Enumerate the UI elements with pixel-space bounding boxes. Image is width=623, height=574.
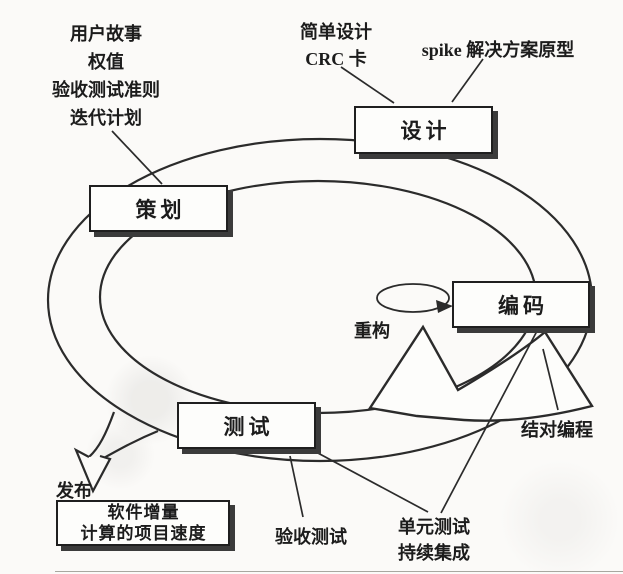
flow-arrow (367, 324, 594, 422)
planning-input-iteration-plan: 迭代计划 (70, 108, 142, 128)
planning-input-values: 权值 (88, 52, 124, 72)
spike-label: spike 解决方案原型 (421, 40, 575, 60)
refactor-loop (376, 283, 450, 313)
release-arrowhead-icon (73, 447, 112, 494)
release-label: 发布 (56, 481, 92, 501)
connector-testing-to-unit-test (315, 451, 429, 513)
refactor-loop-arrowhead-icon (436, 300, 453, 313)
design-box-label: 设计 (400, 119, 451, 143)
design-inputs-label: 简单设计 CRC 卡 (300, 19, 372, 73)
software-increment-line1: 软件增量 (107, 503, 180, 522)
unit-test-label: 单元测试 (398, 517, 470, 537)
release-arm-outer-curve (88, 411, 116, 458)
acceptance-test-label: 验收测试 (275, 527, 347, 547)
software-increment-box: 软件增量 计算的项目速度 (56, 500, 230, 546)
connector-crc-to-design (340, 66, 395, 104)
coding-box: 编码 (452, 281, 590, 328)
connector-spike-to-design (451, 58, 484, 103)
unit-test-ci-label: 单元测试 持续集成 (398, 514, 470, 566)
planning-box-label: 策划 (135, 197, 186, 222)
planning-input-acceptance-criteria: 验收测试准则 (52, 80, 160, 100)
refactor-label: 重构 (354, 321, 390, 341)
connector-iteration-plan-to-planning (111, 130, 163, 185)
planning-box: 策划 (89, 185, 228, 232)
connector-coding-to-pair-programming (542, 348, 559, 411)
ring-outer-ellipse (46, 137, 594, 463)
planning-input-user-stories: 用户故事 (70, 24, 142, 44)
testing-box: 测试 (177, 402, 316, 449)
release-arm-inner-curve (101, 429, 159, 460)
software-increment-line2: 计算的项目速度 (80, 524, 207, 543)
connector-coding-to-unit-test (440, 330, 538, 514)
design-input-simple-design: 简单设计 (300, 22, 372, 42)
design-box: 设计 (354, 106, 493, 154)
testing-box-label: 测试 (223, 414, 274, 439)
connector-testing-to-acceptance-test (289, 455, 304, 518)
pair-programming-label: 结对编程 (521, 420, 593, 440)
planning-inputs-label: 用户故事 权值 验收测试准则 迭代计划 (52, 20, 160, 132)
continuous-integration-label: 持续集成 (398, 543, 470, 563)
design-input-crc-card: CRC 卡 (305, 49, 367, 69)
coding-box-label: 编码 (498, 293, 548, 318)
page-scan-line (55, 571, 623, 572)
